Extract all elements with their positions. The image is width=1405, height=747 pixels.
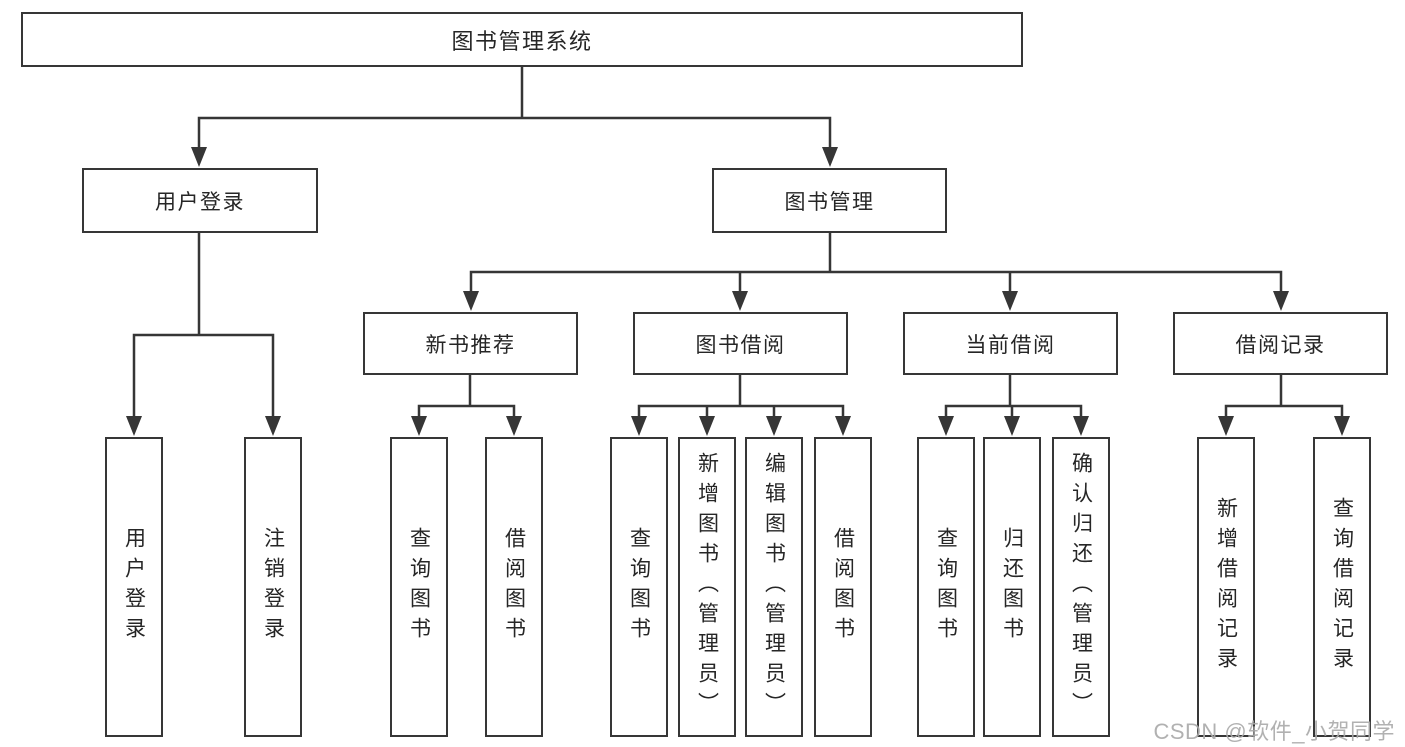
node-library-management-system: 图书管理系统 xyxy=(21,12,1023,67)
node-book-management: 图书管理 xyxy=(712,168,947,233)
leaf-label: 新增借阅记录 xyxy=(1214,497,1238,677)
leaf-label: 查询图书 xyxy=(934,527,958,647)
node-label: 借阅记录 xyxy=(1235,333,1326,357)
arrowheads xyxy=(126,147,1350,436)
leaf-query-borrow-record: 查询借阅记录 xyxy=(1313,437,1371,737)
leaf-label: 新增图书（管理员） xyxy=(695,452,719,722)
leaf-label: 查询图书 xyxy=(627,527,651,647)
leaf-label: 借阅图书 xyxy=(502,527,526,647)
leaf-user-login: 用户登录 xyxy=(105,437,163,737)
csdn-watermark: CSDN @软件_小贺同学 xyxy=(1153,719,1395,744)
node-borrow-records: 借阅记录 xyxy=(1173,312,1388,375)
leaf-label: 确认归还（管理员） xyxy=(1069,452,1093,722)
node-label: 图书管理系统 xyxy=(451,28,593,54)
node-label: 图书管理 xyxy=(784,190,875,214)
leaf-return-books: 归还图书 xyxy=(983,437,1041,737)
leaf-confirm-return-admin: 确认归还（管理员） xyxy=(1052,437,1110,737)
leaf-logout: 注销登录 xyxy=(244,437,302,737)
node-current-borrow: 当前借阅 xyxy=(903,312,1118,375)
node-book-borrow: 图书借阅 xyxy=(633,312,848,375)
leaf-label: 用户登录 xyxy=(122,527,146,647)
leaf-label: 查询借阅记录 xyxy=(1330,497,1354,677)
leaf-label: 编辑图书（管理员） xyxy=(762,452,786,722)
node-new-book-recommend: 新书推荐 xyxy=(363,312,578,375)
node-user-login: 用户登录 xyxy=(82,168,318,233)
leaf-add-borrow-record: 新增借阅记录 xyxy=(1197,437,1255,737)
node-label: 用户登录 xyxy=(155,190,245,214)
leaf-query-books-current: 查询图书 xyxy=(917,437,975,737)
leaf-label: 注销登录 xyxy=(261,527,285,647)
node-label: 新书推荐 xyxy=(425,333,516,357)
leaf-label: 借阅图书 xyxy=(831,527,855,647)
node-label: 图书借阅 xyxy=(695,333,786,357)
leaf-query-books-borrow: 查询图书 xyxy=(610,437,668,737)
node-label: 当前借阅 xyxy=(965,333,1056,357)
leaf-add-books-admin: 新增图书（管理员） xyxy=(678,437,736,737)
leaf-query-books-recommend: 查询图书 xyxy=(390,437,448,737)
leaf-label: 查询图书 xyxy=(407,527,431,647)
leaf-edit-books-admin: 编辑图书（管理员） xyxy=(745,437,803,737)
leaf-label: 归还图书 xyxy=(1000,527,1024,647)
leaf-borrow-books: 借阅图书 xyxy=(814,437,872,737)
leaf-borrow-books-recommend: 借阅图书 xyxy=(485,437,543,737)
